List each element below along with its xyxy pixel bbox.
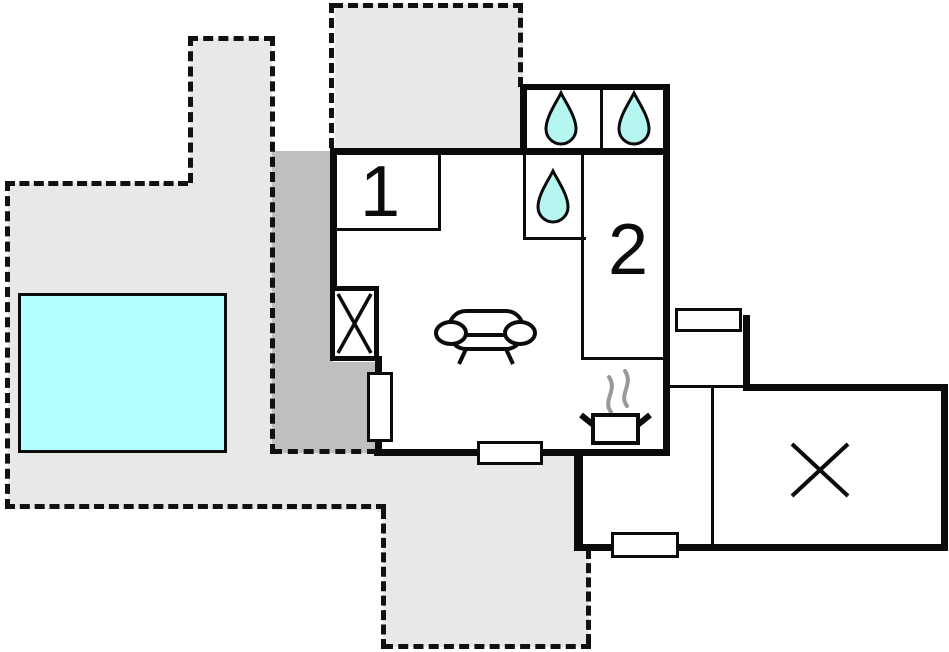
partition-annex-divider	[711, 388, 714, 547]
partition-room2-left	[581, 155, 584, 360]
terrace-boundary-dash	[188, 36, 274, 41]
wall-annex-left	[574, 449, 583, 551]
wall-hallway-right	[743, 315, 750, 391]
door-left	[367, 372, 393, 442]
stove-steam-icon	[579, 369, 652, 445]
terrace-boundary-dash	[5, 181, 10, 509]
window-annex	[611, 532, 679, 558]
terrace-left-lower	[272, 450, 377, 510]
terrace-bottom-patio	[383, 509, 589, 647]
water-drop-icon	[544, 89, 578, 146]
terrace-top	[335, 4, 523, 150]
partition-bath-divider	[600, 90, 603, 148]
terrace-boundary-dash	[518, 3, 523, 87]
partition-hallway-bottom	[670, 385, 743, 388]
sofa-icon	[434, 309, 537, 365]
terrace-boundary-dash	[270, 36, 275, 454]
wall-bath-left	[520, 84, 527, 154]
wall-bath-top	[520, 84, 670, 90]
window-right	[675, 308, 742, 332]
terrace-boundary-dash	[5, 181, 188, 186]
wall-bath-bottom	[520, 148, 670, 155]
terrace-dark-strip	[272, 151, 333, 453]
room-1-label: 1	[359, 152, 401, 232]
swimming-pool	[18, 293, 227, 453]
x-cross-icon	[336, 293, 373, 354]
window-bottom	[477, 441, 543, 465]
wall-top	[330, 148, 526, 155]
terrace-boundary-dash	[333, 3, 523, 8]
terrace-boundary-dash	[5, 504, 386, 509]
x-cross-icon	[790, 442, 850, 498]
terrace-boundary-dash	[383, 644, 591, 649]
terrace-left-column	[190, 38, 272, 185]
closet-room-1	[330, 150, 441, 231]
terrace-bottom	[377, 456, 575, 512]
partition-shower-left	[523, 155, 526, 240]
terrace-boundary-dash	[329, 3, 334, 148]
water-drop-icon	[617, 89, 651, 146]
terrace-boundary-dash	[272, 449, 377, 454]
partition-shower-bottom	[523, 237, 586, 240]
room-2-label: 2	[607, 210, 649, 290]
wall-left-upper	[330, 148, 337, 291]
wall-annex-top	[743, 384, 948, 391]
wall-annex-bottom	[574, 544, 948, 551]
terrace-boundary-dash	[188, 36, 193, 183]
terrace-boundary-dash	[381, 509, 386, 649]
partition-room2-bottom	[581, 357, 670, 360]
terrace-boundary-dash	[586, 549, 591, 644]
annex	[574, 384, 948, 551]
wall-annex-right	[941, 384, 948, 551]
water-drop-icon	[536, 167, 570, 224]
wall-fixture-x	[330, 286, 379, 361]
wall-right	[663, 84, 670, 456]
